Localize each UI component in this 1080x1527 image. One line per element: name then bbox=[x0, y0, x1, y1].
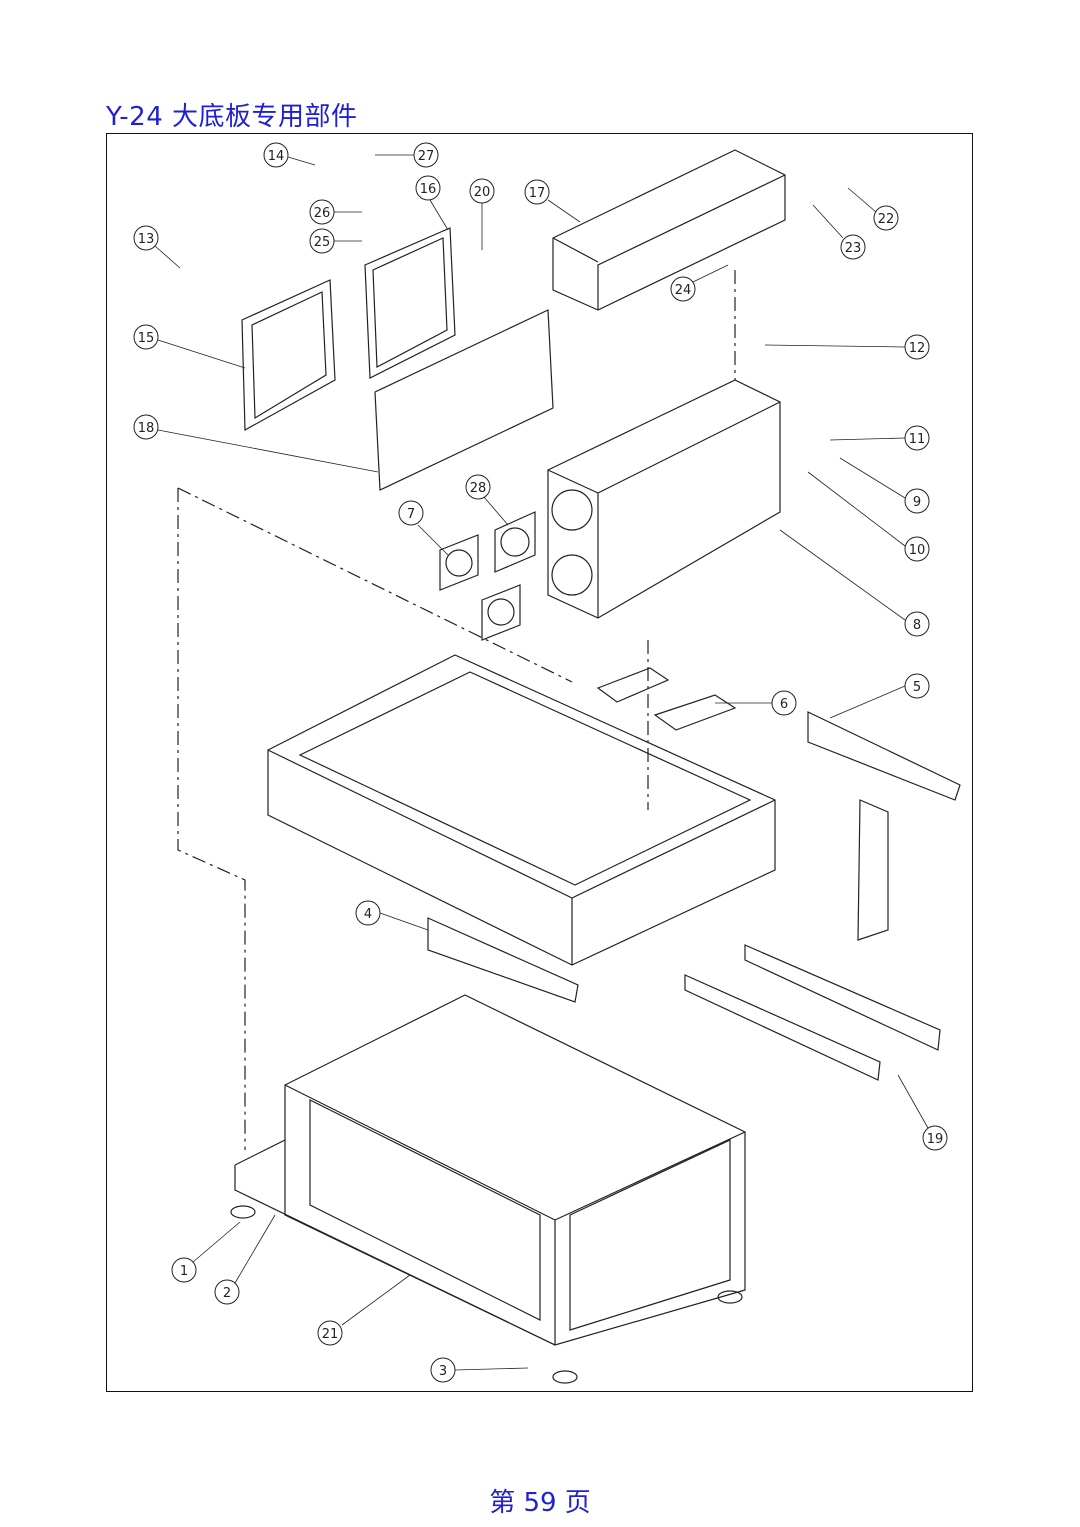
part-28-fan bbox=[494, 511, 536, 573]
cover-plate bbox=[596, 667, 670, 703]
page-title: Y-24 大底板专用部件 bbox=[106, 102, 358, 132]
callout-4: 4 bbox=[355, 900, 429, 931]
callout-19: 19 bbox=[897, 1074, 948, 1151]
fan-lower bbox=[481, 584, 521, 641]
callout-2: 2 bbox=[214, 1214, 276, 1305]
callout-27: 27 bbox=[375, 142, 439, 168]
part-18-plate bbox=[374, 309, 554, 491]
callout-5: 5 bbox=[829, 673, 930, 719]
callout-23: 23 bbox=[812, 204, 866, 260]
svg-text:28: 28 bbox=[470, 481, 487, 496]
callout-1: 1 bbox=[171, 1221, 241, 1283]
part-16-door bbox=[364, 227, 456, 379]
part-19-rail bbox=[684, 974, 881, 1081]
part-8-box bbox=[547, 379, 781, 619]
callout-24: 24 bbox=[670, 264, 729, 302]
svg-text:10: 10 bbox=[909, 543, 926, 558]
svg-text:18: 18 bbox=[138, 421, 155, 436]
callout-25: 25 bbox=[309, 228, 362, 254]
callout-9: 9 bbox=[839, 457, 930, 514]
callout-11: 11 bbox=[829, 425, 930, 451]
svg-text:25: 25 bbox=[314, 235, 331, 250]
page-footer: 第 59 页 bbox=[489, 1488, 591, 1518]
svg-text:26: 26 bbox=[314, 206, 331, 221]
callout-16: 16 bbox=[415, 175, 449, 231]
svg-text:27: 27 bbox=[418, 149, 435, 164]
part-4-bracket bbox=[427, 917, 579, 1003]
diagram-frame bbox=[106, 133, 973, 1392]
part-1-foot bbox=[230, 1205, 256, 1219]
callout-3: 3 bbox=[430, 1357, 529, 1383]
svg-text:4: 4 bbox=[364, 907, 372, 922]
part-15-door bbox=[241, 279, 336, 432]
svg-text:24: 24 bbox=[675, 283, 692, 298]
svg-text:6: 6 bbox=[780, 697, 788, 712]
svg-text:3: 3 bbox=[439, 1364, 447, 1379]
svg-text:16: 16 bbox=[420, 182, 437, 197]
part-5-bracket bbox=[807, 711, 961, 941]
callout-8: 8 bbox=[779, 529, 930, 637]
svg-text:8: 8 bbox=[913, 618, 921, 633]
callout-14: 14 bbox=[263, 142, 316, 168]
svg-text:1: 1 bbox=[180, 1264, 188, 1279]
callout-18: 18 bbox=[133, 414, 379, 473]
callout-20: 20 bbox=[469, 178, 495, 250]
callout-10: 10 bbox=[807, 471, 930, 562]
callout-21: 21 bbox=[317, 1274, 411, 1346]
callout-7: 7 bbox=[398, 500, 449, 556]
svg-text:15: 15 bbox=[138, 331, 155, 346]
svg-text:12: 12 bbox=[909, 341, 926, 356]
callout-15: 15 bbox=[133, 324, 246, 369]
callout-26: 26 bbox=[309, 199, 362, 225]
callout-22: 22 bbox=[847, 187, 899, 231]
svg-text:17: 17 bbox=[529, 186, 546, 201]
part-7-fan bbox=[439, 534, 479, 591]
base-casting bbox=[267, 654, 776, 966]
svg-text:21: 21 bbox=[322, 1327, 339, 1342]
svg-text:9: 9 bbox=[913, 495, 921, 510]
part-6-plate bbox=[653, 694, 737, 731]
callout-17: 17 bbox=[524, 179, 581, 223]
svg-text:19: 19 bbox=[927, 1132, 944, 1147]
svg-text:13: 13 bbox=[138, 232, 155, 247]
svg-text:20: 20 bbox=[474, 185, 491, 200]
svg-text:14: 14 bbox=[268, 149, 285, 164]
callout-6: 6 bbox=[715, 690, 797, 716]
foot bbox=[552, 1370, 578, 1384]
foot bbox=[717, 1290, 743, 1304]
svg-text:5: 5 bbox=[913, 680, 921, 695]
svg-text:22: 22 bbox=[878, 212, 895, 227]
rail-upper bbox=[744, 944, 941, 1051]
part-21-frame bbox=[234, 994, 746, 1346]
callout-13: 13 bbox=[133, 225, 181, 269]
svg-text:23: 23 bbox=[845, 241, 862, 256]
svg-text:7: 7 bbox=[407, 507, 415, 522]
svg-text:2: 2 bbox=[223, 1286, 231, 1301]
callout-28: 28 bbox=[465, 474, 509, 526]
part-17-top-cover bbox=[552, 149, 786, 311]
svg-text:11: 11 bbox=[909, 432, 926, 447]
callout-12: 12 bbox=[764, 334, 930, 360]
callouts: 1 2 3 4 5 6 7 8 9 10 11 12 13 14 15 16 1… bbox=[133, 142, 948, 1383]
